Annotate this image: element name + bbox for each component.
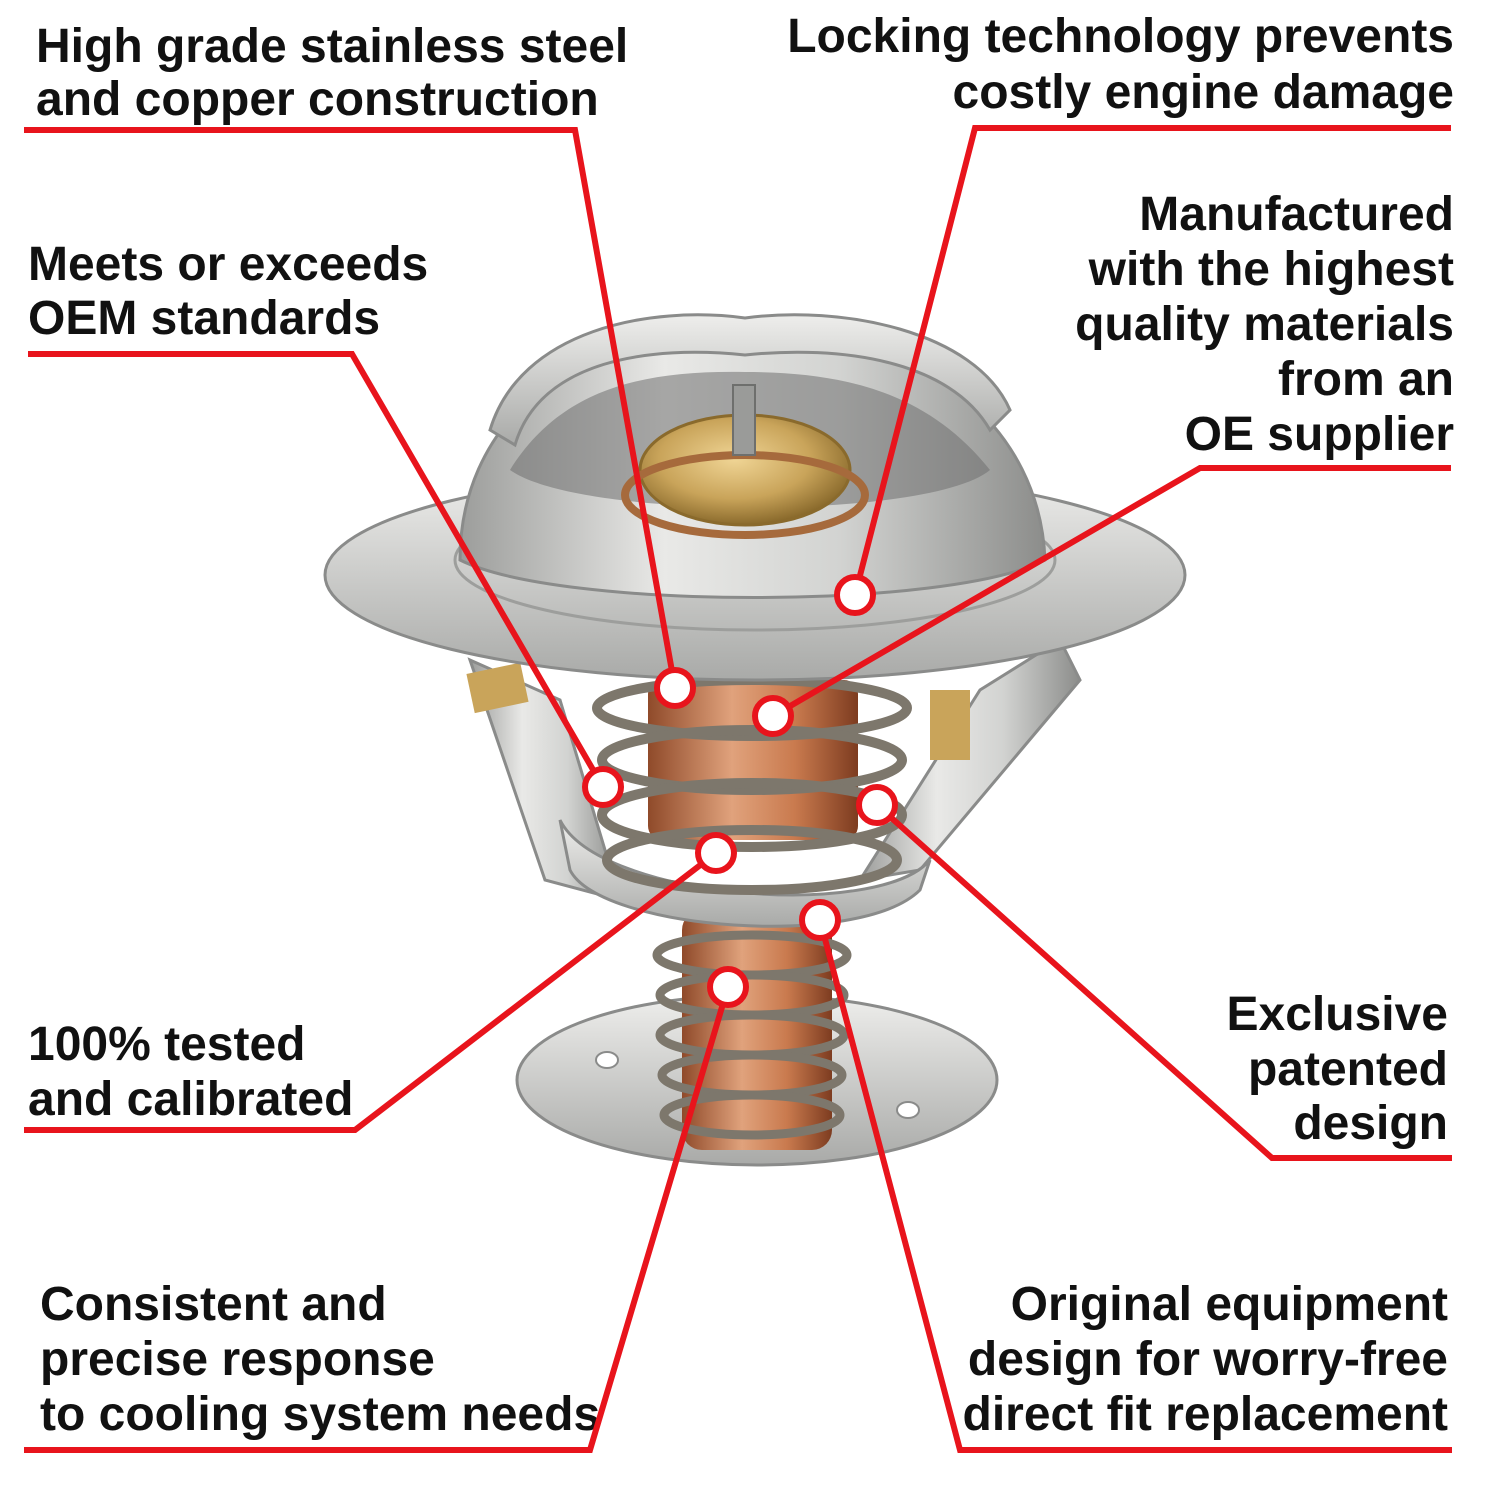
leader-line-oem-standards <box>28 351 606 789</box>
marker-dot-oem-standards <box>582 766 624 808</box>
marker-dot-response <box>707 966 749 1008</box>
leader-line-materials <box>771 465 1451 719</box>
callout-materials-line-5: OE supplier <box>1185 408 1454 461</box>
callout-materials-line-1: Manufactured <box>1139 188 1454 241</box>
callout-materials-line-4: from an <box>1278 353 1454 406</box>
callout-materials: Manufactured with the highest quality ma… <box>752 188 1454 737</box>
callout-tested-line-2: and calibrated <box>28 1073 353 1126</box>
callout-patented: Exclusive patented design <box>856 784 1452 1161</box>
brass-tab-left <box>466 662 529 714</box>
callout-tested: 100% tested and calibrated <box>24 832 737 1133</box>
callout-locking: Locking technology prevents costly engin… <box>787 10 1455 616</box>
callout-oem-standards-line-2: OEM standards <box>28 292 380 345</box>
leader-line-construction <box>24 127 678 689</box>
callout-direct-fit-line-3: direct fit replacement <box>963 1388 1449 1441</box>
thermostat-illustration <box>323 313 1187 1167</box>
callout-oem-standards: Meets or exceeds OEM standards <box>28 238 624 808</box>
callout-direct-fit: Original equipment design for worry-free… <box>799 899 1452 1453</box>
callout-materials-line-3: quality materials <box>1075 298 1454 351</box>
leader-line-response <box>24 986 731 1453</box>
marker-dot-direct-fit <box>799 899 841 941</box>
callout-construction-line-2: and copper construction <box>36 73 599 126</box>
callout-response-line-2: precise response <box>40 1333 435 1386</box>
marker-dot-patented <box>856 784 898 826</box>
leader-line-patented <box>875 802 1452 1161</box>
callout-patented-line-3: design <box>1293 1097 1448 1150</box>
callout-patented-line-2: patented <box>1248 1043 1448 1096</box>
callout-oem-standards-line-1: Meets or exceeds <box>28 238 428 291</box>
callout-construction: High grade stainless steel and copper co… <box>24 20 696 709</box>
marker-dot-locking <box>834 574 876 616</box>
callout-locking-line-1: Locking technology prevents <box>787 10 1454 63</box>
marker-dot-tested <box>695 832 737 874</box>
callout-response-line-1: Consistent and <box>40 1278 387 1331</box>
callout-patented-line-1: Exclusive <box>1227 988 1448 1041</box>
top-arch-bar <box>488 313 1012 448</box>
marker-dot-construction <box>654 667 696 709</box>
callout-locking-line-2: costly engine damage <box>953 66 1455 119</box>
callout-response-line-3: to cooling system needs <box>40 1388 600 1441</box>
main-spring <box>592 675 912 895</box>
leader-line-direct-fit <box>817 919 1452 1453</box>
marker-dot-materials <box>752 695 794 737</box>
leader-line-tested <box>24 850 718 1133</box>
callout-direct-fit-line-2: design for worry-free <box>968 1333 1448 1386</box>
brass-tab-right <box>930 690 970 760</box>
callout-construction-line-1: High grade stainless steel <box>36 20 628 73</box>
callout-response: Consistent and precise response to cooli… <box>24 966 749 1453</box>
callout-tested-line-1: 100% tested <box>28 1018 305 1071</box>
callout-materials-line-2: with the highest <box>1088 243 1454 296</box>
bottom-plate-hole-right <box>896 1101 920 1119</box>
upper-copper-piston <box>648 680 858 840</box>
bottom-plate-hole-left <box>595 1051 619 1069</box>
callout-direct-fit-line-1: Original equipment <box>1011 1278 1448 1331</box>
leader-line-locking <box>852 125 1451 596</box>
lower-spring <box>652 930 852 1140</box>
center-pin <box>732 384 756 456</box>
lower-copper-piston <box>682 910 832 1150</box>
